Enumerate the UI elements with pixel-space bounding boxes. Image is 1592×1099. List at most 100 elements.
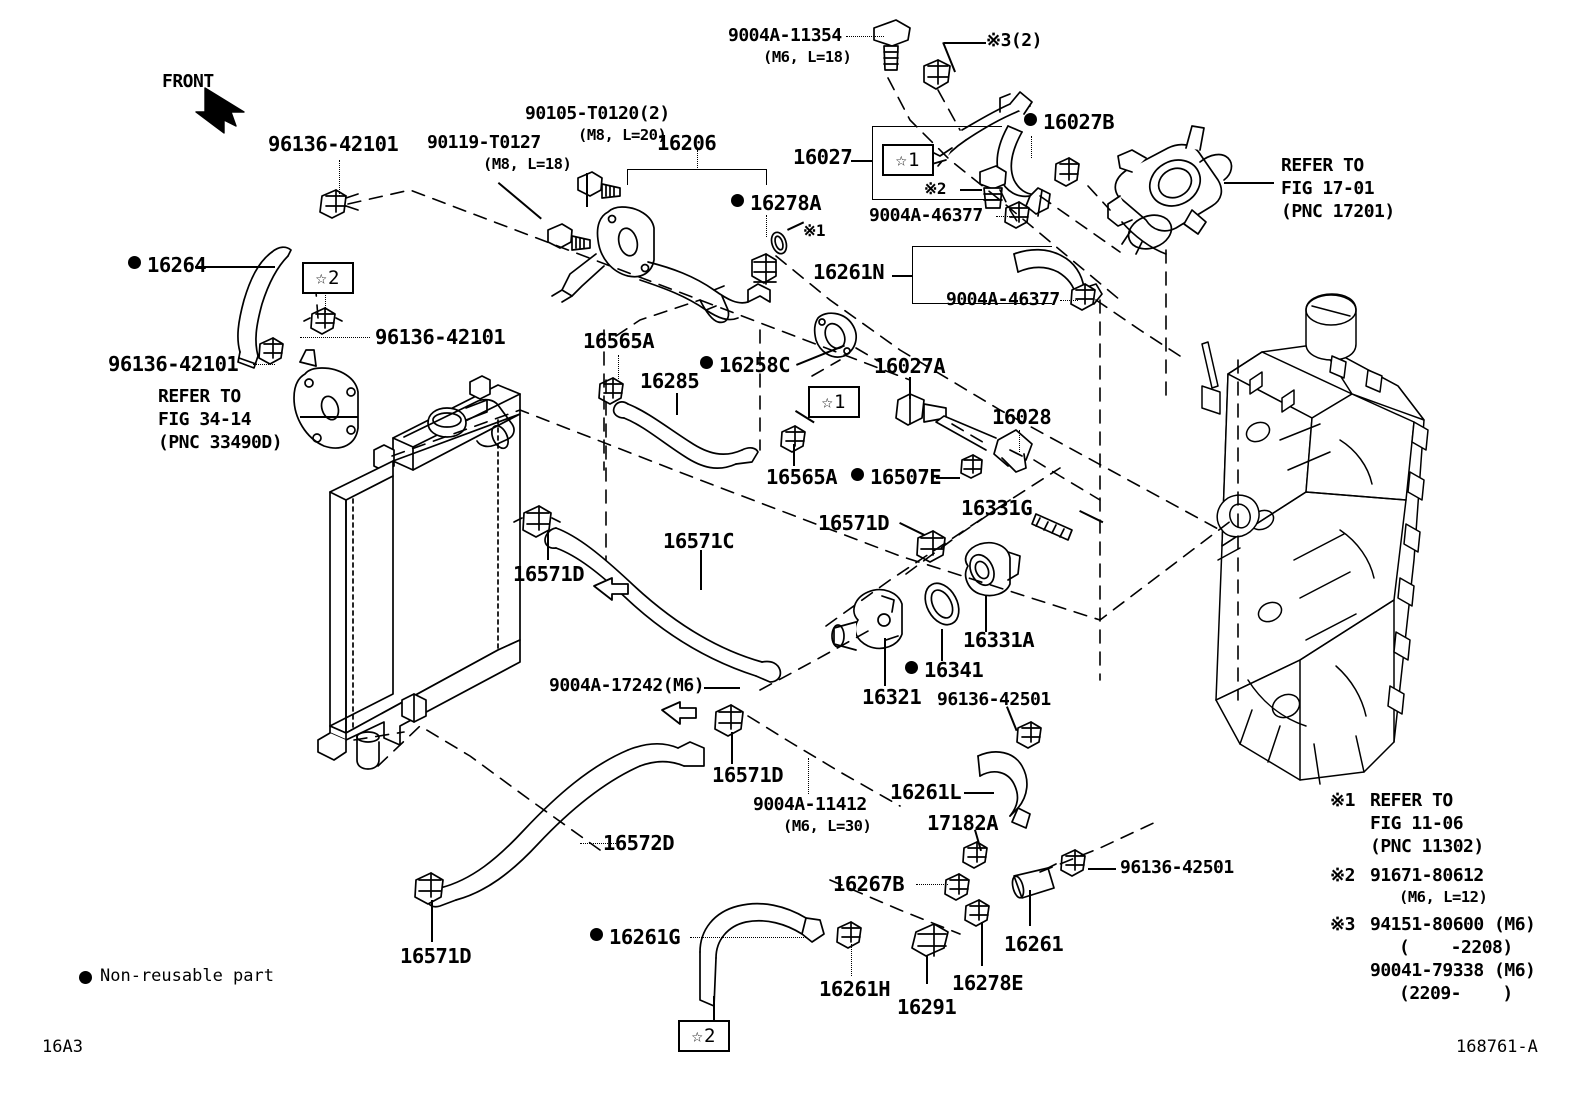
legend-nonreusable-dot bbox=[79, 971, 92, 984]
label-96136-42501-b: 96136-42501 bbox=[1120, 857, 1234, 878]
note-3-mark: ※3 bbox=[1330, 914, 1355, 935]
label-9004A-11354: 9004A-11354 bbox=[728, 25, 842, 46]
water-inlet-housing-16206 bbox=[551, 206, 777, 324]
leader-16571D-radiator bbox=[547, 530, 549, 560]
label-16571D-radiator: 16571D bbox=[513, 562, 585, 586]
label-16261N: 16261N bbox=[813, 260, 885, 284]
leader-16261H bbox=[851, 944, 852, 976]
label-16258C: 16258C bbox=[719, 353, 791, 377]
bracket-16027 bbox=[872, 126, 1002, 200]
footer-drawing-number: 168761-A bbox=[1456, 1037, 1538, 1057]
note-1-line1: REFER TO bbox=[1370, 790, 1453, 811]
leader-16571D-a bbox=[899, 522, 926, 536]
leader-9004A-46377-a bbox=[996, 216, 1014, 217]
nut-mark3 bbox=[923, 59, 951, 90]
note-3-line3: 90041-79338 (M6) bbox=[1370, 960, 1536, 981]
label-9004A-11354-sub: (M6, L=18) bbox=[763, 48, 852, 66]
bolt-9004A-11354 bbox=[873, 19, 911, 71]
leader-16258C bbox=[796, 344, 845, 366]
leader-96136-c bbox=[253, 364, 275, 365]
label-16565A-b: 16565A bbox=[766, 465, 838, 489]
label-16571D-a: 16571D bbox=[818, 511, 890, 535]
bracket-16206 bbox=[627, 169, 767, 185]
refer-fig-34-14-l3: (PNC 33490D) bbox=[158, 432, 283, 453]
label-16261G: 16261G bbox=[609, 925, 681, 949]
label-90119-T0127-sub: (M8, L=18) bbox=[483, 155, 572, 173]
refer-fig-17-01-l1: REFER TO bbox=[1281, 155, 1364, 176]
label-16331A: 16331A bbox=[963, 628, 1035, 652]
bolt-90105-T0120 bbox=[577, 171, 621, 199]
label-16331G: 16331G bbox=[961, 496, 1033, 520]
clamp-16571D-thermo bbox=[916, 530, 946, 563]
leader-16267B bbox=[916, 884, 948, 885]
label-9004A-46377-a: 9004A-46377 bbox=[869, 205, 983, 226]
leader-fig17-01 bbox=[1224, 182, 1274, 184]
gasket-16341 bbox=[924, 582, 960, 626]
leader-16285 bbox=[676, 393, 678, 415]
leader-star2-bottom bbox=[713, 996, 715, 1022]
label-16028: 16028 bbox=[992, 405, 1052, 429]
refer-34-14-line1: REFER TO bbox=[158, 386, 241, 407]
refer-fig-34-14: REFER TO bbox=[158, 387, 241, 406]
label-16571C: 16571C bbox=[663, 529, 735, 553]
nonreusable-dot-16258C bbox=[700, 356, 713, 369]
nonreusable-dot-16278A bbox=[731, 194, 744, 207]
note-3-line1: 94151-80600 (M6) bbox=[1370, 914, 1536, 935]
label-9004A-46377-b: 9004A-46377 bbox=[946, 289, 1060, 310]
engine-block bbox=[1201, 293, 1429, 785]
leader-16206 bbox=[697, 150, 698, 170]
footer-sheet-code: 16A3 bbox=[42, 1037, 83, 1057]
label-16565A-a: 16565A bbox=[583, 329, 655, 353]
tube-16261 bbox=[1011, 863, 1057, 899]
refer-fig-17-01-l3: (PNC 17201) bbox=[1281, 201, 1395, 222]
radiator bbox=[317, 375, 521, 770]
clamp-16261H bbox=[836, 921, 862, 949]
clamp-16565A-a bbox=[598, 377, 624, 405]
leader-mark3-h bbox=[944, 42, 986, 44]
fig-34-14-component bbox=[293, 349, 359, 449]
leader-star2-upper bbox=[325, 288, 326, 314]
label-16291: 16291 bbox=[897, 995, 957, 1019]
throttle-body-17201 bbox=[1107, 125, 1233, 255]
label-mark2-16027: ※2 bbox=[924, 179, 947, 198]
leader-16571D-mid bbox=[731, 732, 733, 764]
label-17182A: 17182A bbox=[927, 811, 999, 835]
leader-16321 bbox=[884, 638, 886, 686]
nonreusable-dot-16341 bbox=[905, 661, 918, 674]
star-box-1-upper-right: ☆1 bbox=[882, 144, 934, 176]
thermostat-16331A bbox=[964, 541, 1021, 597]
washer-16507E bbox=[960, 454, 983, 479]
thermostat-16321-housing bbox=[831, 588, 903, 651]
leader-16027 bbox=[851, 160, 873, 162]
pipe-16027A bbox=[895, 393, 947, 426]
clamp-17182A bbox=[962, 841, 988, 869]
label-9004A-11412: 9004A-11412 bbox=[753, 794, 867, 815]
leader-16261G bbox=[690, 937, 806, 938]
leader-16571C bbox=[700, 550, 702, 590]
leader-16565A-a bbox=[618, 355, 619, 379]
leader-9004A-11354 bbox=[846, 36, 884, 37]
leader-mark3-v bbox=[942, 42, 956, 73]
note-3-line2: ( -2208) bbox=[1399, 937, 1513, 958]
clamp-16278E bbox=[964, 899, 990, 927]
nonreusable-dot-16261G bbox=[590, 928, 603, 941]
label-16278A: 16278A bbox=[750, 191, 822, 215]
label-16321: 16321 bbox=[862, 685, 922, 709]
leader-9004A-11412 bbox=[808, 758, 809, 794]
label-16285: 16285 bbox=[640, 369, 700, 393]
clamp-9004A-46377-b bbox=[1070, 283, 1096, 311]
label-16206: 16206 bbox=[657, 131, 717, 155]
bolt-90119-T0127 bbox=[547, 223, 591, 251]
label-mark1-16278A: ※1 bbox=[803, 221, 826, 240]
clamp-16571D-mid bbox=[714, 704, 744, 737]
nonreusable-dot-16264 bbox=[128, 256, 141, 269]
label-16027A: 16027A bbox=[874, 354, 946, 378]
clamp-96136-c bbox=[258, 337, 284, 365]
leader-16291 bbox=[926, 956, 928, 984]
leader-16261L bbox=[964, 792, 994, 794]
note-3-line4: (2209- ) bbox=[1399, 983, 1513, 1004]
gasket-16278A bbox=[770, 231, 788, 255]
note-1-mark: ※1 bbox=[1330, 790, 1355, 811]
note-1-line2: FIG 11-06 bbox=[1370, 813, 1464, 834]
